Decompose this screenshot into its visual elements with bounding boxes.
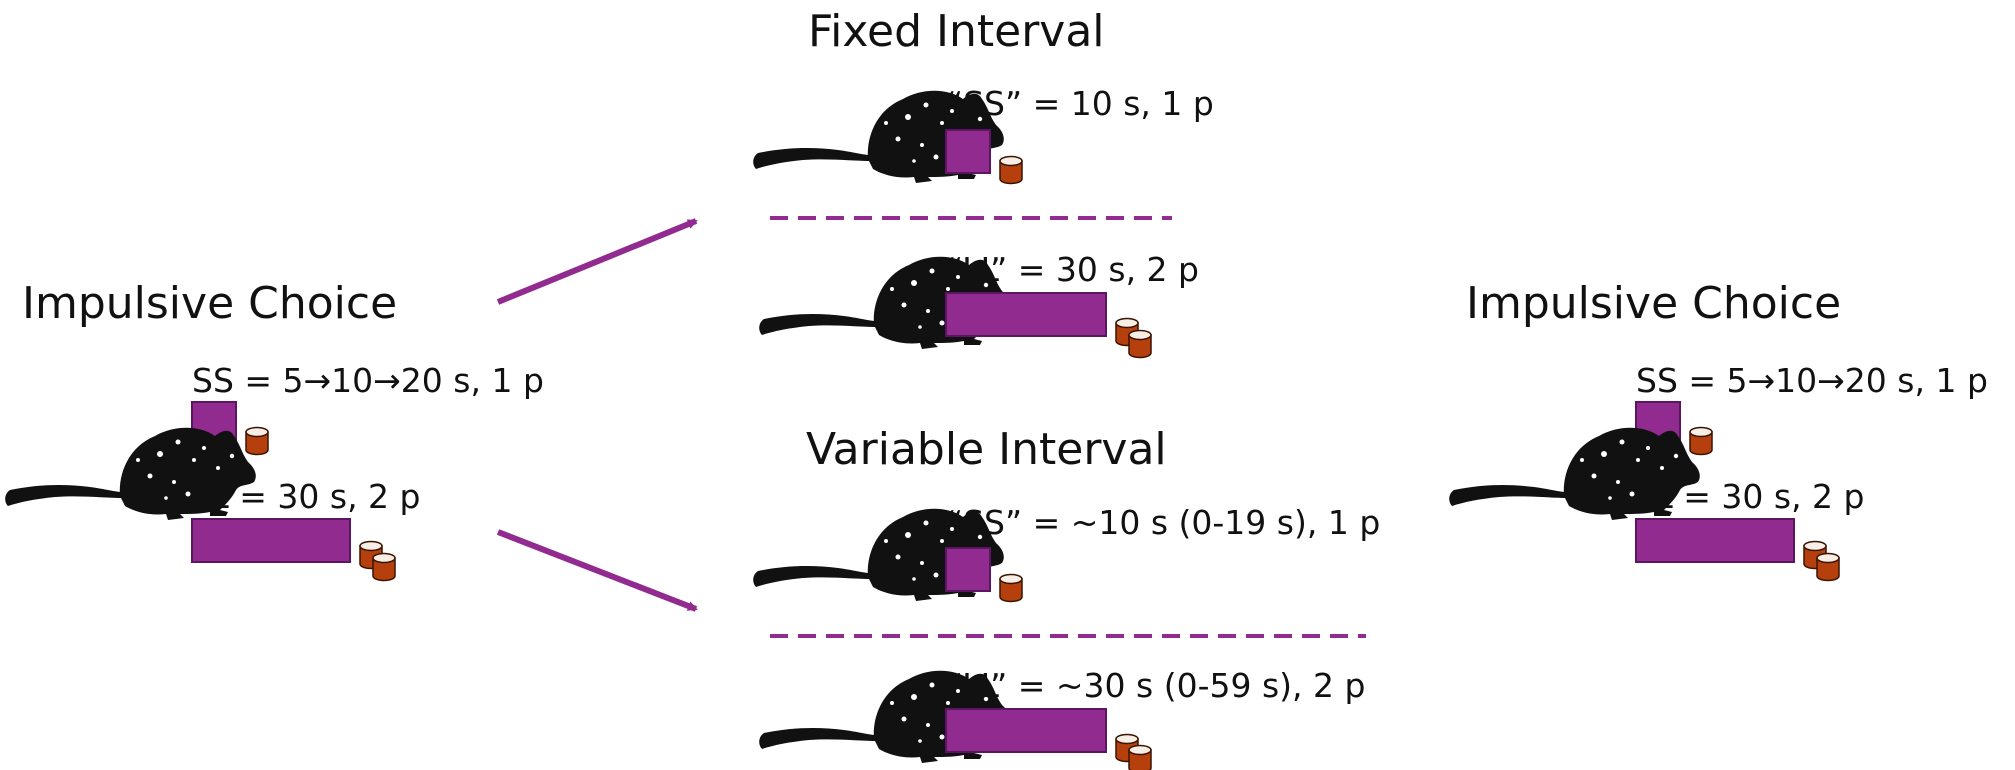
variable-ss-label: “SS” = ~10 s (0-19 s), 1 p xyxy=(946,503,1380,542)
variable-interval-title: Variable Interval xyxy=(806,424,1167,475)
fixed-ll-label: “LL” = 30 s, 2 p xyxy=(946,250,1199,289)
left-panel-title: Impulsive Choice xyxy=(22,278,397,329)
right-ss-label: SS = 5→10→20 s, 1 p xyxy=(1636,361,1988,400)
rat-icon xyxy=(1449,427,1700,520)
arrow-to-variable-interval xyxy=(496,529,698,612)
fixed-interval-title: Fixed Interval xyxy=(808,6,1105,57)
rat-icon xyxy=(5,427,256,520)
variable-ll-delay-bar xyxy=(945,708,1107,753)
right-ll-delay-bar xyxy=(1635,518,1795,563)
left-ll-delay-bar xyxy=(191,518,351,563)
fixed-ss-delay-bar xyxy=(945,129,991,174)
right-panel-title: Impulsive Choice xyxy=(1466,278,1841,329)
variable-ss-delay-bar xyxy=(945,547,991,592)
left-ss-label: SS = 5→10→20 s, 1 p xyxy=(192,361,544,400)
fixed-ll-delay-bar xyxy=(945,292,1107,337)
food-pellet-icon xyxy=(372,552,396,582)
fixed-ss-label: “SS” = 10 s, 1 p xyxy=(946,84,1214,123)
food-pellet-icon xyxy=(1689,426,1713,456)
food-pellet-icon xyxy=(1128,329,1152,359)
food-pellet-icon xyxy=(999,155,1023,185)
left-panel: Impulsive Choice SS = 5→10→20 s, 1 p LL … xyxy=(5,278,544,582)
variable-interval-panel: Variable Interval “SS” = ~10 s (0-19 s),… xyxy=(753,424,1380,770)
food-pellet-icon xyxy=(245,426,269,456)
food-pellet-icon xyxy=(1816,552,1840,582)
food-pellet-icon xyxy=(1128,744,1152,770)
right-panel: Impulsive Choice SS = 5→10→20 s, 1 p LL … xyxy=(1449,278,1988,582)
food-pellet-icon xyxy=(999,573,1023,603)
fixed-interval-panel: Fixed Interval “SS” = 10 s, 1 p “LL” = 3… xyxy=(753,6,1214,359)
arrow-to-fixed-interval xyxy=(496,218,698,305)
variable-ll-label: “LL” = ~30 s (0-59 s), 2 p xyxy=(946,666,1365,705)
